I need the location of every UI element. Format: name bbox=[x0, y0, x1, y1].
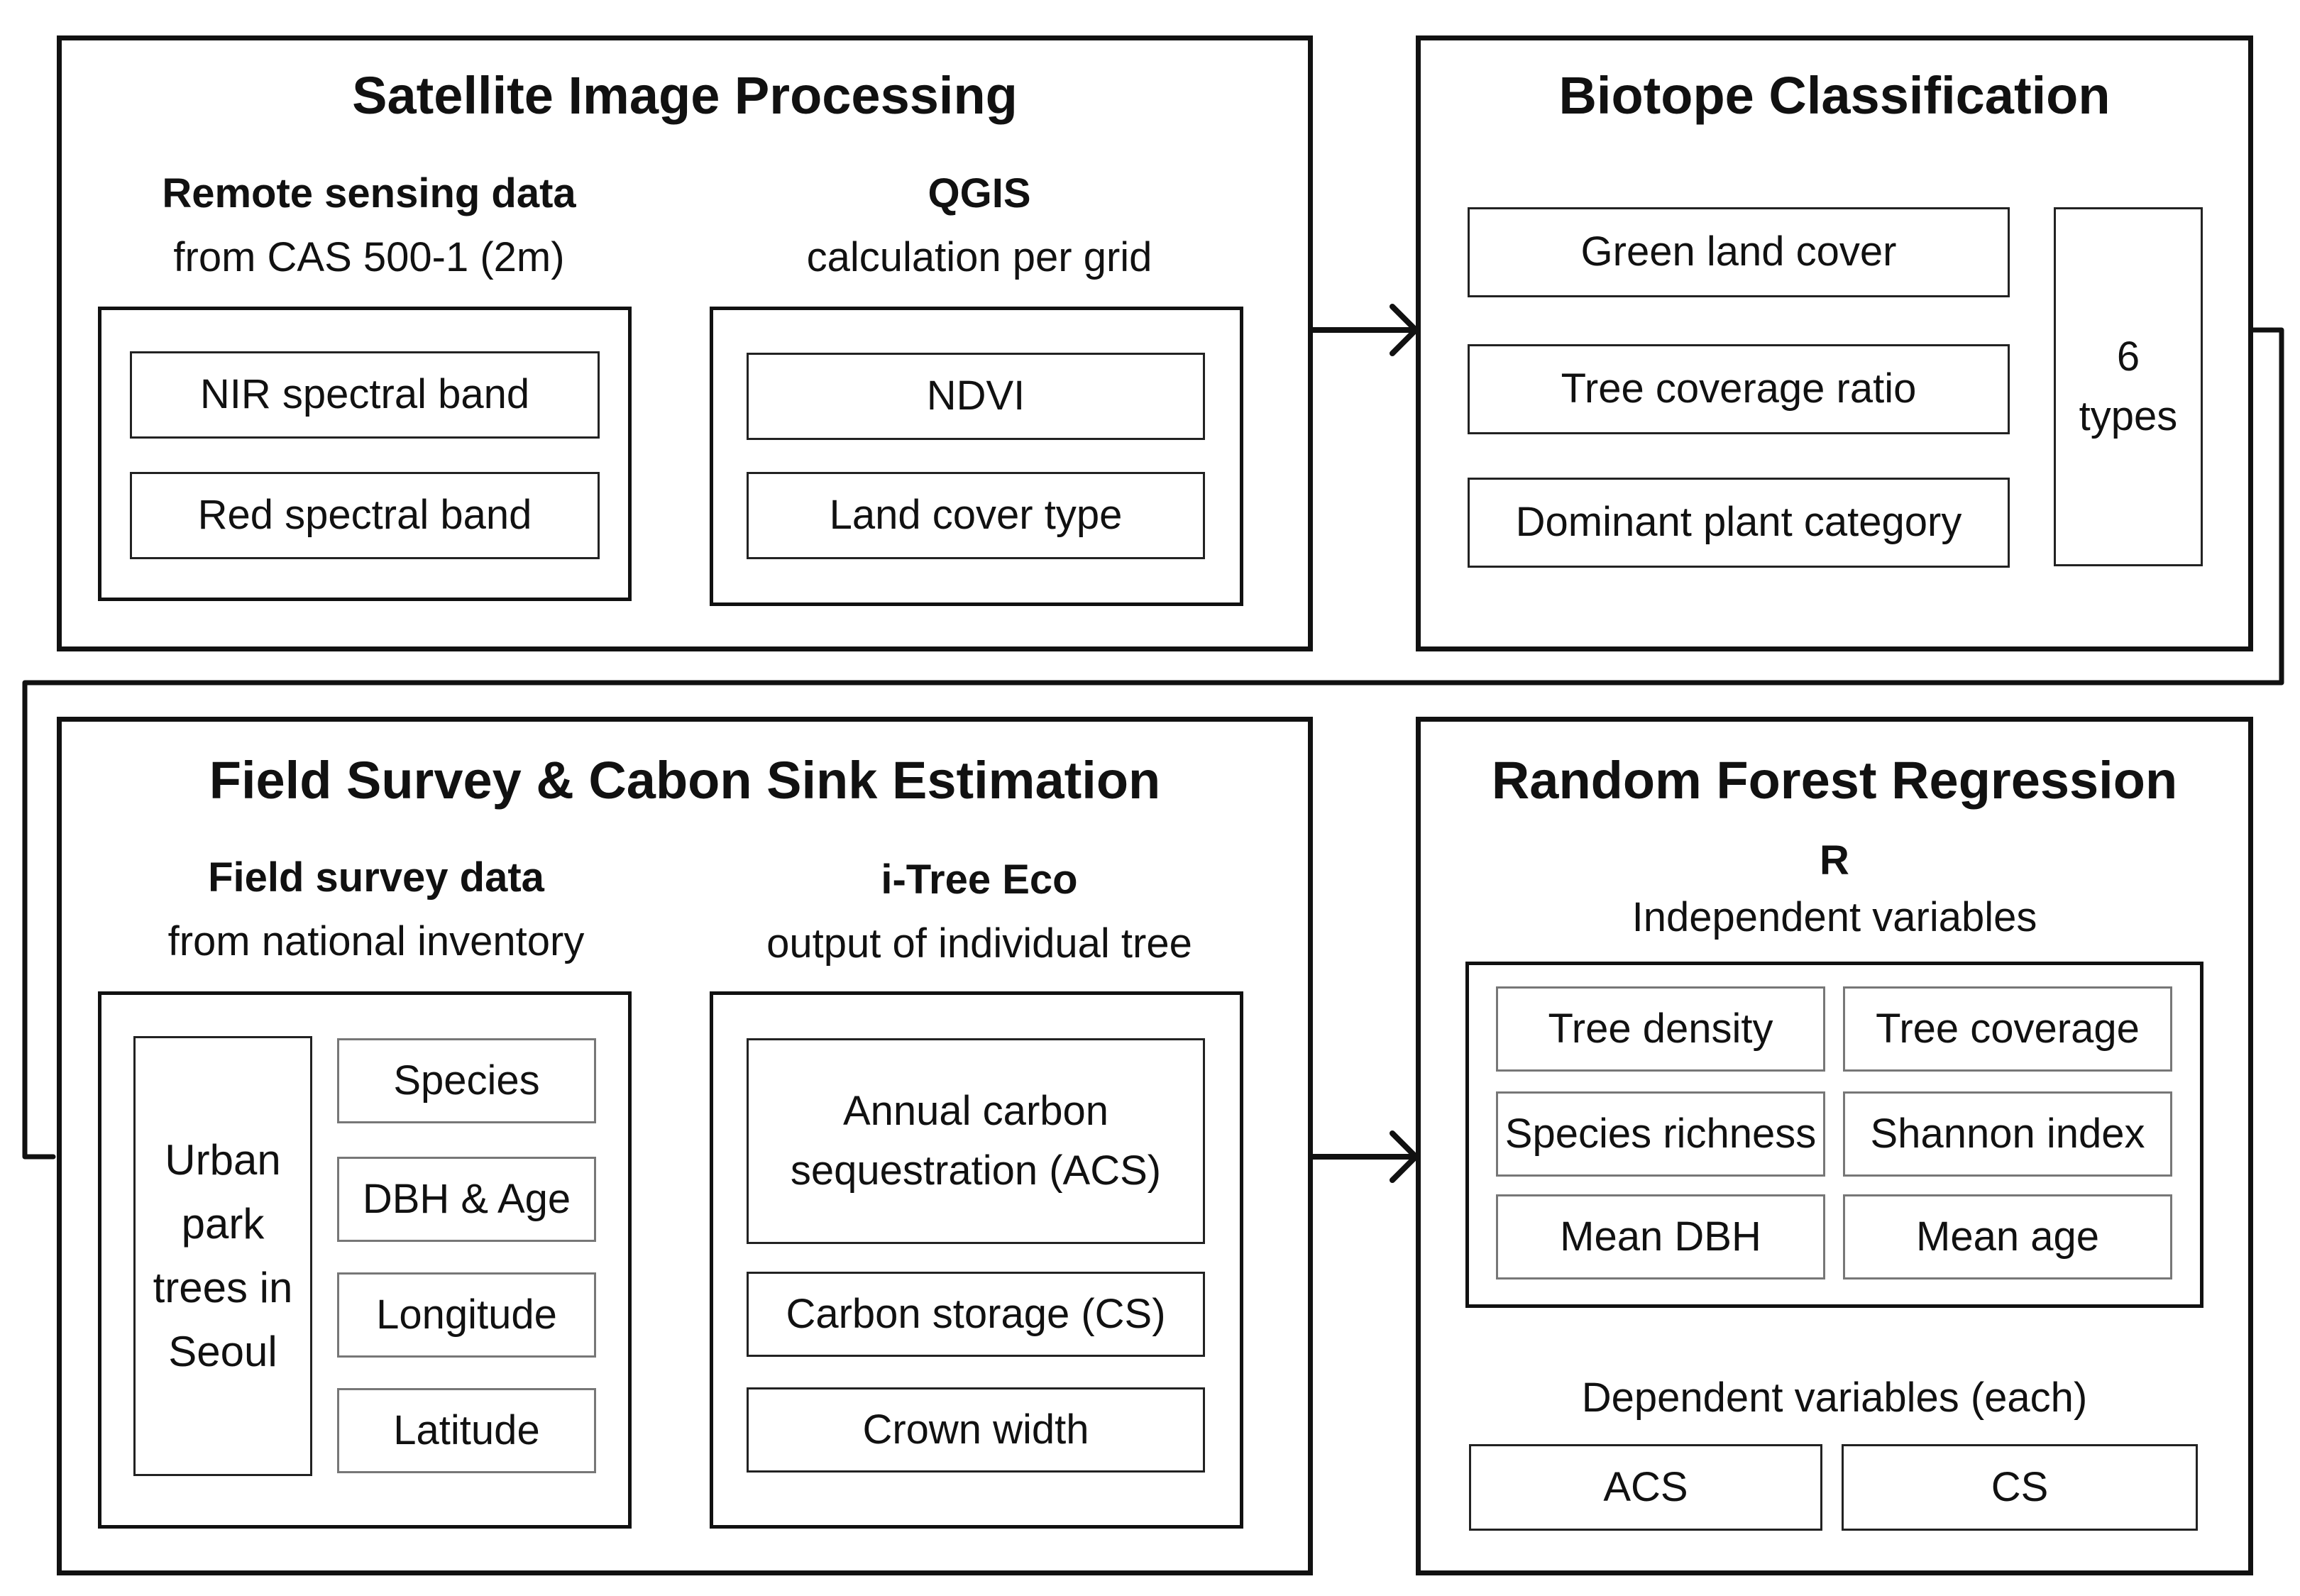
urban-park-trees-line-3: trees in bbox=[153, 1264, 293, 1311]
field-survey-heading: Field survey data from national inventor… bbox=[99, 846, 653, 974]
wrap-connector bbox=[22, 327, 2284, 1160]
latitude-box: Latitude bbox=[337, 1388, 596, 1473]
land-cover-type-box: Land cover type bbox=[747, 472, 1205, 559]
rf-tool: R bbox=[1820, 837, 1849, 884]
carbon-storage-box: Carbon storage (CS) bbox=[747, 1272, 1205, 1357]
qgis-label: QGIS bbox=[928, 170, 1031, 216]
remote-sensing-heading: Remote sensing data from CAS 500-1 (2m) bbox=[99, 162, 639, 290]
six-types-box: 6 types bbox=[2054, 207, 2203, 566]
mean-age-box: Mean age bbox=[1843, 1194, 2172, 1279]
six-types-label: types bbox=[2079, 393, 2178, 439]
remote-sensing-label: Remote sensing data bbox=[162, 170, 576, 216]
dominant-plant-category-box: Dominant plant category bbox=[1468, 478, 2010, 568]
urban-park-trees-line-4: Seoul bbox=[168, 1328, 277, 1375]
species-box: Species bbox=[337, 1038, 596, 1123]
acs-output-box: Annual carbon sequestration (ACS) bbox=[747, 1038, 1205, 1244]
six-types-number: 6 bbox=[2116, 333, 2140, 380]
species-richness-box: Species richness bbox=[1496, 1091, 1825, 1177]
tree-coverage-ratio-box: Tree coverage ratio bbox=[1468, 344, 2010, 434]
nir-band-box: NIR spectral band bbox=[130, 351, 600, 439]
qgis-description: calculation per grid bbox=[806, 233, 1152, 280]
field-survey-source: from national inventory bbox=[167, 918, 585, 964]
urban-park-trees-line-2: park bbox=[181, 1200, 265, 1248]
mean-dbh-box: Mean DBH bbox=[1496, 1194, 1825, 1279]
ndvi-box: NDVI bbox=[747, 353, 1205, 440]
remote-sensing-source: from CAS 500-1 (2m) bbox=[173, 233, 565, 280]
acs-output-line-1: Annual carbon bbox=[842, 1087, 1109, 1134]
urban-park-trees-line-1: Urban bbox=[165, 1136, 281, 1184]
rf-title: Random Forest Regression bbox=[1491, 751, 2178, 810]
field-survey-label: Field survey data bbox=[208, 854, 544, 901]
itree-heading: i-Tree Eco output of individual tree bbox=[703, 848, 1256, 976]
biotope-title: Biotope Classification bbox=[1558, 66, 2111, 125]
green-land-cover-box: Green land cover bbox=[1468, 207, 2010, 297]
qgis-group bbox=[710, 307, 1243, 606]
acs-dependent-box: ACS bbox=[1469, 1444, 1822, 1531]
cs-dependent-box: CS bbox=[1842, 1444, 2198, 1531]
urban-park-trees-box: Urban park trees in Seoul bbox=[133, 1036, 312, 1476]
crown-width-box: Crown width bbox=[747, 1387, 1205, 1473]
itree-description: output of individual tree bbox=[766, 920, 1192, 967]
shannon-index-box: Shannon index bbox=[1843, 1091, 2172, 1177]
acs-output-line-2: sequestration (ACS) bbox=[790, 1148, 1162, 1194]
qgis-heading: QGIS calculation per grid bbox=[710, 162, 1249, 290]
satellite-title: Satellite Image Processing bbox=[352, 66, 1018, 125]
tree-coverage-box: Tree coverage bbox=[1843, 986, 2172, 1072]
field-title: Field Survey & Cabon Sink Estimation bbox=[209, 751, 1161, 810]
dbh-age-box: DBH & Age bbox=[337, 1157, 596, 1242]
independent-variables-label: Independent variables bbox=[1632, 894, 2037, 940]
longitude-box: Longitude bbox=[337, 1272, 596, 1358]
dependent-variables-label: Dependent variables (each) bbox=[1581, 1375, 2088, 1421]
itree-label: i-Tree Eco bbox=[881, 857, 1078, 903]
tree-density-box: Tree density bbox=[1496, 986, 1825, 1072]
red-band-box: Red spectral band bbox=[130, 472, 600, 559]
